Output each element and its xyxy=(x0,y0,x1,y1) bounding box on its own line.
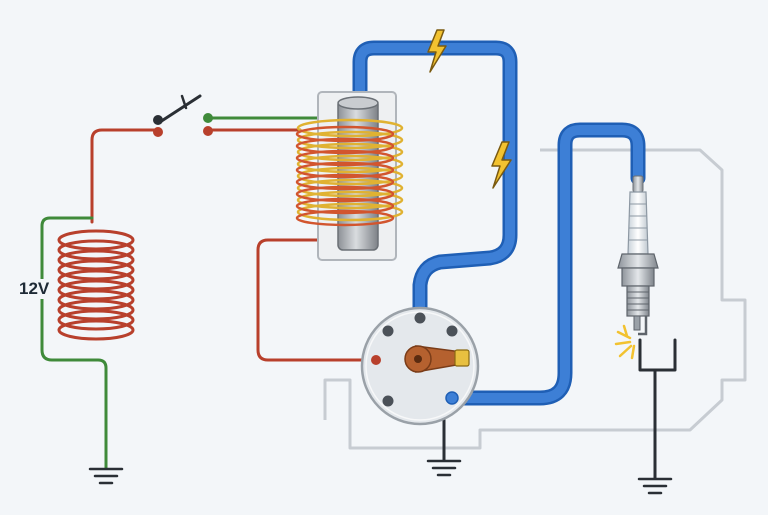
spark-icon xyxy=(614,324,636,360)
switch-icon[interactable] xyxy=(153,94,213,137)
spark-plug-icon xyxy=(617,175,659,336)
battery-voltage-label: 12V xyxy=(17,279,52,299)
ignition-coil-icon xyxy=(295,91,404,261)
high-tension-leads xyxy=(352,40,646,406)
primary-circuit-wires xyxy=(90,128,378,362)
ground-symbol-icon xyxy=(88,467,124,485)
ground-symbol-icon xyxy=(426,459,462,477)
engine-block-outline xyxy=(323,148,747,450)
ground-symbol-icon xyxy=(637,477,673,495)
lightning-bolt-icon xyxy=(427,29,512,189)
rotor-icon xyxy=(404,345,470,373)
ground-wires xyxy=(40,116,677,480)
battery-coil-icon xyxy=(57,229,135,341)
